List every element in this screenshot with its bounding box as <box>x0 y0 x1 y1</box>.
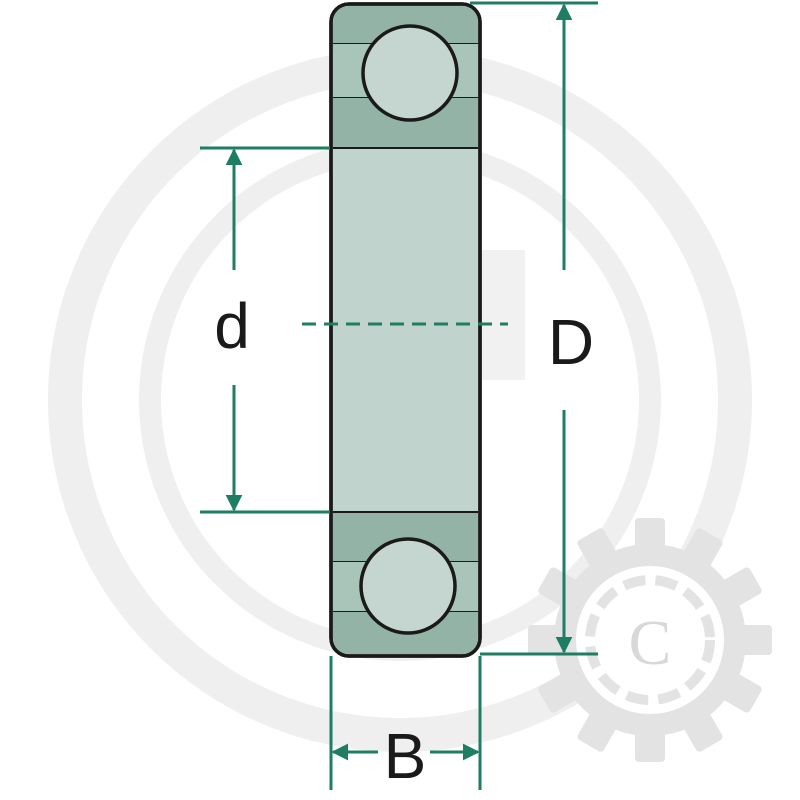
inner-diameter-dimension <box>200 146 330 514</box>
top-ball-race <box>333 6 478 149</box>
outer-diameter-dimension <box>470 1 598 656</box>
outer-diameter-label: D <box>548 306 594 378</box>
inner-diameter-label: d <box>214 290 250 362</box>
bottom-ball <box>359 537 457 635</box>
bearing-cross-section <box>329 2 482 658</box>
top-ball <box>361 24 459 122</box>
gear-logo-letter: C <box>629 607 672 678</box>
width-label: B <box>384 720 427 792</box>
gear-watermark-icon: C <box>528 518 772 762</box>
width-dimension <box>329 656 482 790</box>
bottom-ball-race <box>333 511 478 654</box>
